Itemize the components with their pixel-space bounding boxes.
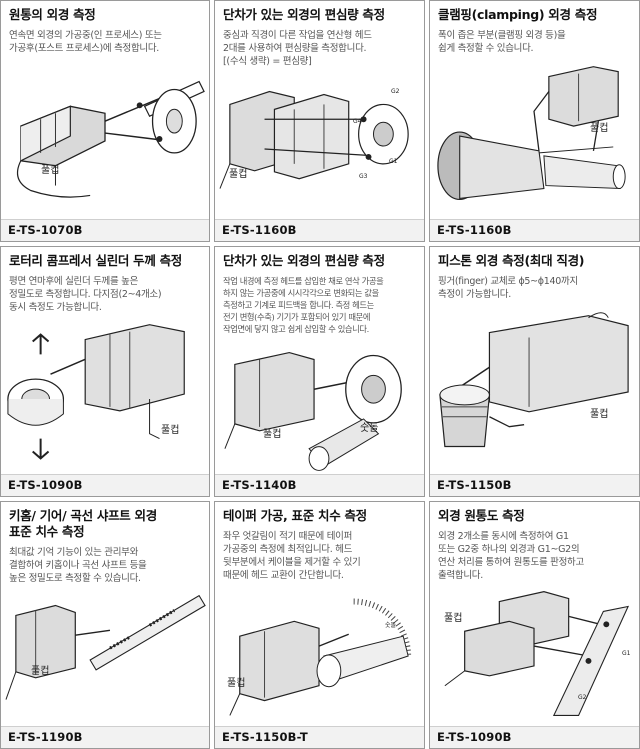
model-code: E-TS-1190B (8, 730, 83, 744)
card-description: 폭이 좁은 부분(클램핑 외경 등)을 쉽게 측정할 수 있습니다. (438, 30, 566, 54)
gauge-illustration (430, 61, 639, 219)
card-title: 외경 원통도 측정 (438, 508, 525, 523)
grinding-wheel-label: 숫돌 (385, 622, 397, 629)
card-title: 키홈/ 기어/ 곡선 샤프트 외경 표준 치수 측정 (9, 508, 157, 539)
model-bar: E-TS-1090B (1, 474, 209, 496)
gauge-illustration (430, 307, 639, 475)
illustration-label: 풀컵 (444, 613, 463, 624)
card-description: 중심과 직경이 다른 작업을 연산형 헤드 2대를 사용하여 편심량을 측정합니… (223, 30, 372, 67)
model-code: E-TS-1140B (222, 478, 297, 492)
gauge-tag: G2 (578, 694, 587, 701)
illustration-label: 풀컵 (227, 678, 246, 689)
model-bar: E-TS-1090B (430, 726, 639, 748)
gauge-illustration (1, 61, 209, 216)
card-taper: 테이퍼 가공, 표준 치수 측정 좌우 엇갈림이 적기 때문에 테이퍼 가공중의… (214, 501, 425, 749)
card-clamping-od: 클램핑(clamping) 외경 측정 폭이 좁은 부분(클램핑 외경 등)을 … (429, 0, 640, 242)
card-bore-inprocess: 단차가 있는 외경의 편심량 측정 작업 내경에 측정 헤드를 삽입한 채로 연… (214, 246, 425, 497)
model-code: E-TS-1090B (8, 478, 83, 492)
card-description: 외경 2개소를 동시에 측정하여 G1 또는 G2중 하나의 외경과 G1~G2… (438, 531, 584, 581)
illustration-label: 풀컵 (229, 169, 248, 180)
model-bar: E-TS-1140B (215, 474, 424, 496)
card-description: 작업 내경에 측정 헤드를 삽입한 채로 연삭 가공을 하지 않는 가공중에 시… (223, 276, 384, 334)
card-title: 피스톤 외경 측정(최대 직경) (438, 253, 585, 268)
gauge-tag: G1 (622, 650, 631, 657)
card-title: 원통의 외경 측정 (9, 7, 96, 22)
model-bar: E-TS-1190B (1, 726, 209, 748)
card-compressor-cylinder: 로터리 콤프레서 실린더 두께 측정 평면 연마후에 실린더 두께를 높은 정밀… (0, 246, 210, 497)
card-title: 단차가 있는 외경의 편심량 측정 (223, 253, 385, 268)
illustration-label: 풀컵 (590, 409, 609, 420)
card-cylinder-od: 원통의 외경 측정 연속면 외경의 가공중(인 프로세스) 또는 가공후(포스트… (0, 0, 210, 242)
card-description: 핑거(finger) 교체로 ϕ5~ϕ140까지 측정이 가능합니다. (438, 276, 578, 300)
card-cylindricity: 외경 원통도 측정 외경 2개소를 동시에 측정하여 G1 또는 G2중 하나의… (429, 501, 640, 749)
grinding-wheel-label: 숫돌 (360, 423, 379, 434)
gauge-illustration (215, 586, 424, 726)
illustration-label: 풀컵 (590, 123, 609, 134)
card-description: 연속면 외경의 가공중(인 프로세스) 또는 가공후(포스트 프로세스)에 측정… (9, 30, 162, 54)
gauge-illustration (430, 586, 639, 726)
model-code: E-TS-1150B (437, 478, 512, 492)
card-description: 최대값 기억 기능이 있는 관리부와 결합하여 키홈이나 곡선 샤프트 등을 높… (9, 547, 147, 584)
model-code: E-TS-1150B-T (222, 730, 308, 744)
card-title: 단차가 있는 외경의 편심량 측정 (223, 7, 385, 22)
gauge-illustration (1, 590, 209, 725)
illustration-label: 풀컵 (161, 425, 180, 436)
model-bar: E-TS-1160B (215, 219, 424, 241)
card-description: 평면 연마후에 실린더 두께를 높은 정밀도로 측정합니다. 다지점(2~4개소… (9, 276, 162, 313)
gauge-illustration (1, 319, 209, 474)
gauge-tag: G1 (389, 158, 398, 165)
model-code: E-TS-1160B (222, 223, 297, 237)
model-bar: E-TS-1160B (430, 219, 639, 241)
card-keyway-shaft: 키홈/ 기어/ 곡선 샤프트 외경 표준 치수 측정 최대값 기억 기능이 있는… (0, 501, 210, 749)
gauge-tag: G2 (391, 88, 400, 95)
illustration-label: 풀컵 (41, 165, 60, 176)
illustration-label: 풀컵 (263, 429, 282, 440)
gauge-illustration (215, 79, 424, 219)
model-bar: E-TS-1150B (430, 474, 639, 496)
model-code: E-TS-1090B (437, 730, 512, 744)
gauge-tag: G4 (353, 118, 362, 125)
card-stepped-eccentricity: 단차가 있는 외경의 편심량 측정 중심과 직경이 다른 작업을 연산형 헤드 … (214, 0, 425, 242)
card-piston-od: 피스톤 외경 측정(최대 직경) 핑거(finger) 교체로 ϕ5~ϕ140까… (429, 246, 640, 497)
model-code: E-TS-1070B (8, 223, 83, 237)
illustration-label: 풀컵 (31, 666, 50, 677)
card-title: 클램핑(clamping) 외경 측정 (438, 7, 598, 22)
model-bar: E-TS-1150B-T (215, 726, 424, 748)
gauge-tag: G3 (359, 173, 368, 180)
model-code: E-TS-1160B (437, 223, 512, 237)
gauge-illustration (215, 349, 424, 474)
card-title: 테이퍼 가공, 표준 치수 측정 (223, 508, 367, 523)
model-bar: E-TS-1070B (1, 219, 209, 241)
card-title: 로터리 콤프레서 실린더 두께 측정 (9, 253, 183, 268)
card-description: 좌우 엇갈림이 적기 때문에 테이퍼 가공중의 측정에 최적입니다. 헤드 뒷부… (223, 531, 361, 581)
